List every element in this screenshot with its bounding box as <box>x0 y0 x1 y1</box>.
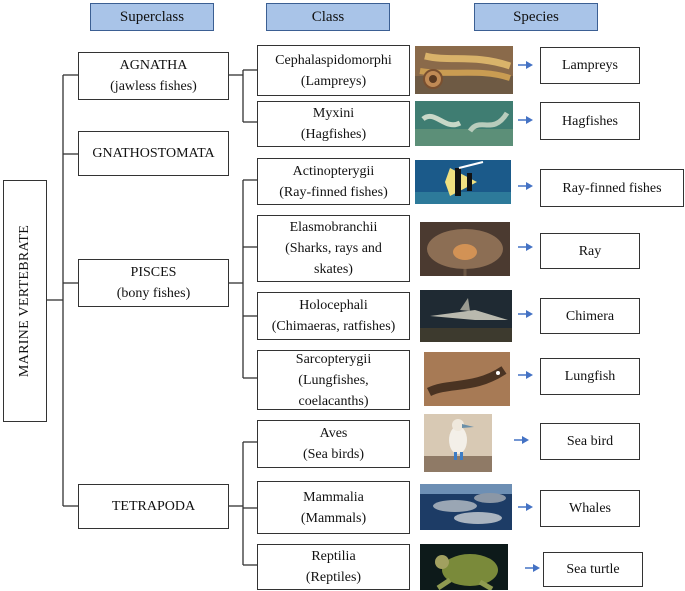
species-whales: Whales <box>540 490 640 527</box>
superclass-tetrapoda: TETRAPODA <box>78 484 229 529</box>
class-cephalaspidomorphi: Cephalaspidomorphi (Lampreys) <box>257 45 410 96</box>
arrow-icon <box>518 503 533 511</box>
species-label: Hagfishes <box>562 113 618 129</box>
species-label: Lampreys <box>562 58 618 73</box>
class-common-name-cont: coelacanths) <box>298 393 369 409</box>
arrow-icon <box>518 310 533 318</box>
species-label: Lungfish <box>564 369 616 384</box>
species-label: Chimera <box>565 308 615 324</box>
class-name: Holocephali <box>299 298 368 313</box>
superclass-desc: (bony fishes) <box>116 286 191 301</box>
class-name: Myxini <box>312 106 355 121</box>
superclass-name: GNATHOSTOMATA <box>92 146 215 161</box>
species-header: Species <box>474 3 598 31</box>
class-header: Class <box>266 3 390 31</box>
arrow-icon <box>525 564 540 572</box>
moorish-idol-photo <box>415 160 511 204</box>
species-lampreys: Lampreys <box>540 47 640 84</box>
arrow-icon <box>518 116 533 124</box>
species-ray-finned-fishes: Ray-finned fishes <box>540 169 684 207</box>
arrow-icon <box>514 436 529 444</box>
root-label: MARINE VERTEBRATE <box>17 224 32 378</box>
lamprey-photo <box>415 46 513 94</box>
class-name: Actinopterygii <box>292 163 375 179</box>
class-name: Mammalia <box>303 489 364 505</box>
class-common-name: (Mammals) <box>300 510 367 526</box>
root-marine-vertebrate: MARINE VERTEBRATE <box>3 180 47 422</box>
superclass-header: Superclass <box>90 3 214 31</box>
species-label: Sea turtle <box>566 562 620 577</box>
species-ray: Ray <box>540 233 640 269</box>
class-mammalia: Mammalia (Mammals) <box>257 481 410 534</box>
class-common-name: (Chimaeras, ratfishes) <box>271 319 396 334</box>
superclass-name: TETRAPODA <box>111 499 196 514</box>
class-actinopterygii: Actinopterygii (Ray-finned fishes) <box>257 158 410 205</box>
sea-turtle-photo <box>420 544 508 590</box>
species-lungfish: Lungfish <box>540 358 640 395</box>
species-sea-bird: Sea bird <box>540 423 640 460</box>
arrow-icon <box>518 182 533 190</box>
superclass-gnathostomata: GNATHOSTOMATA <box>78 131 229 176</box>
lungfish-photo <box>424 352 510 406</box>
species-sea-turtle: Sea turtle <box>543 552 643 587</box>
superclass-pisces: PISCES (bony fishes) <box>78 259 229 307</box>
class-sarcopterygii: Sarcopterygii (Lungfishes, coelacanths) <box>257 350 410 410</box>
class-holocephali: Holocephali (Chimaeras, ratfishes) <box>257 292 410 340</box>
class-common-name: (Hagfishes) <box>300 127 367 142</box>
species-label: Ray-finned fishes <box>562 180 662 196</box>
class-common-name: (Ray-finned fishes) <box>279 184 388 200</box>
species-hagfishes: Hagfishes <box>540 102 640 140</box>
dolphins-photo <box>420 484 512 530</box>
arrow-icon <box>518 243 533 251</box>
class-common-name: (Lampreys) <box>300 73 367 89</box>
arrow-icon <box>518 371 533 379</box>
species-label: Whales <box>569 501 611 516</box>
chimaera-photo <box>420 290 512 342</box>
class-common-name: (Lungfishes, <box>298 372 369 388</box>
superclass-desc: (jawless fishes) <box>110 79 197 94</box>
class-common-name: (Reptiles) <box>305 570 362 585</box>
superclass-name: AGNATHA <box>119 58 188 73</box>
class-name: Elasmobranchii <box>289 220 378 235</box>
stingray-photo <box>420 222 510 276</box>
species-label: Sea bird <box>566 434 614 449</box>
superclass-name: PISCES <box>130 265 177 280</box>
class-elasmobranchii: Elasmobranchii (Sharks, rays and skates) <box>257 215 410 282</box>
class-name: Reptilia <box>311 549 356 564</box>
class-common-name: (Sea birds) <box>302 447 365 462</box>
hagfish-photo <box>415 101 513 146</box>
class-name: Aves <box>319 426 348 441</box>
class-name: Sarcopterygii <box>295 351 372 367</box>
class-myxini: Myxini (Hagfishes) <box>257 101 410 147</box>
class-reptilia: Reptilia (Reptiles) <box>257 544 410 590</box>
class-name: Cephalaspidomorphi <box>275 52 392 68</box>
booby-bird-photo <box>424 414 492 472</box>
arrow-icon <box>518 61 533 69</box>
class-common-name: (Sharks, rays and <box>285 241 382 256</box>
class-aves: Aves (Sea birds) <box>257 420 410 468</box>
superclass-agnatha: AGNATHA (jawless fishes) <box>78 52 229 100</box>
species-chimera: Chimera <box>540 298 640 334</box>
species-label: Ray <box>578 243 602 259</box>
class-common-name-cont: skates) <box>314 262 353 277</box>
